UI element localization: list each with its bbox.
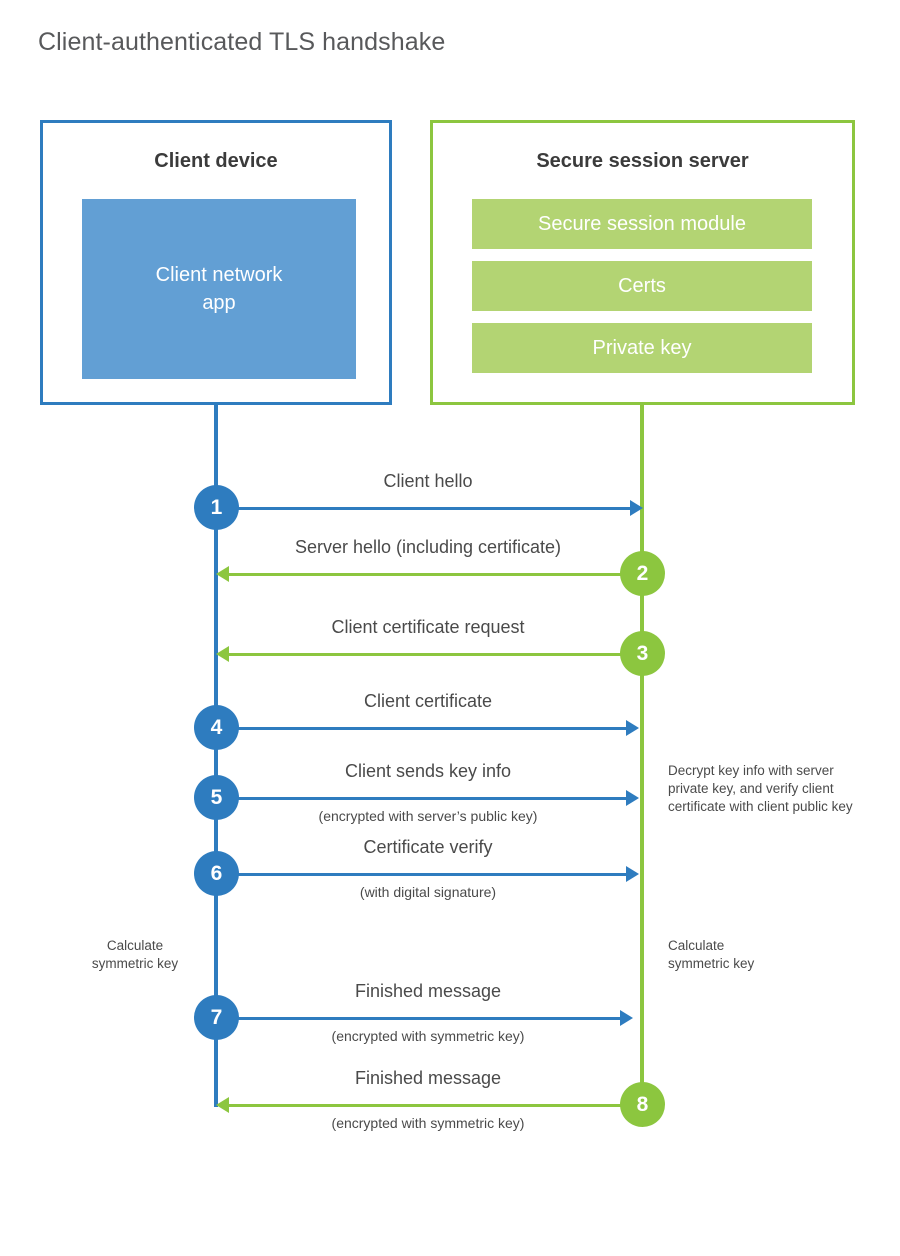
- message-line-5: [216, 797, 632, 800]
- arrow-head-right-6: [626, 866, 639, 882]
- message-line-2: [229, 573, 640, 576]
- step-circle-2[interactable]: 2: [620, 551, 665, 596]
- message-line-3: [229, 653, 640, 656]
- message-label-3: Client certificate request: [331, 617, 525, 637]
- server-lifeline: [640, 405, 644, 1107]
- server-component-private-key: Private key: [472, 323, 812, 373]
- secure-session-server-box: Secure session server Secure session mod…: [430, 120, 855, 405]
- message-line-6: [216, 873, 632, 876]
- message-line-1: [216, 507, 638, 510]
- server-component-stack: Secure session module Certs Private key: [472, 199, 812, 373]
- client-network-app-block: Client network app: [82, 199, 356, 379]
- message-sublabel-8: (encrypted with symmetric key): [331, 1115, 525, 1131]
- step-circle-4[interactable]: 4: [194, 705, 239, 750]
- server-component-certs: Certs: [472, 261, 812, 311]
- message-label-7: Finished message: [354, 981, 502, 1001]
- message-label-6: Certificate verify: [363, 837, 493, 857]
- arrow-head-right-5: [626, 790, 639, 806]
- client-device-title: Client device: [154, 150, 278, 172]
- message-label-1: Client hello: [383, 471, 473, 491]
- step-circle-6[interactable]: 6: [194, 851, 239, 896]
- message-sublabel-6: (with digital signature): [359, 884, 497, 900]
- message-line-8: [229, 1104, 640, 1107]
- message-label-4: Client certificate: [363, 691, 493, 711]
- arrow-head-left-8: [216, 1097, 229, 1113]
- arrow-head-left-3: [216, 646, 229, 662]
- arrow-head-right-4: [626, 720, 639, 736]
- step-circle-7[interactable]: 7: [194, 995, 239, 1040]
- message-label-8: Finished message: [354, 1068, 502, 1088]
- arrow-head-right-1: [630, 500, 643, 516]
- client-lifeline: [214, 405, 218, 1107]
- step-circle-8[interactable]: 8: [620, 1082, 665, 1127]
- note-server-calculate-symmetric-key: Calculate symmetric key: [668, 938, 755, 971]
- client-device-box: Client device Client network app: [40, 120, 392, 405]
- step-circle-1[interactable]: 1: [194, 485, 239, 530]
- note-client-calculate-symmetric-key: Calculate symmetric key: [91, 938, 179, 971]
- secure-session-server-title: Secure session server: [536, 150, 749, 172]
- server-component-secure-session-module: Secure session module: [472, 199, 812, 249]
- message-label-5: Client sends key info: [344, 761, 512, 781]
- note-server-decrypt: Decrypt key info with server private key…: [668, 763, 853, 814]
- page-title: Client-authenticated TLS handshake: [38, 28, 446, 56]
- message-line-4: [216, 727, 632, 730]
- step-circle-5[interactable]: 5: [194, 775, 239, 820]
- message-line-7: [216, 1017, 626, 1020]
- message-sublabel-5: (encrypted with server’s public key): [318, 808, 538, 824]
- message-label-2: Server hello (including certificate): [294, 537, 562, 557]
- arrow-head-left-2: [216, 566, 229, 582]
- step-circle-3[interactable]: 3: [620, 631, 665, 676]
- message-sublabel-7: (encrypted with symmetric key): [331, 1028, 525, 1044]
- arrow-head-right-7: [620, 1010, 633, 1026]
